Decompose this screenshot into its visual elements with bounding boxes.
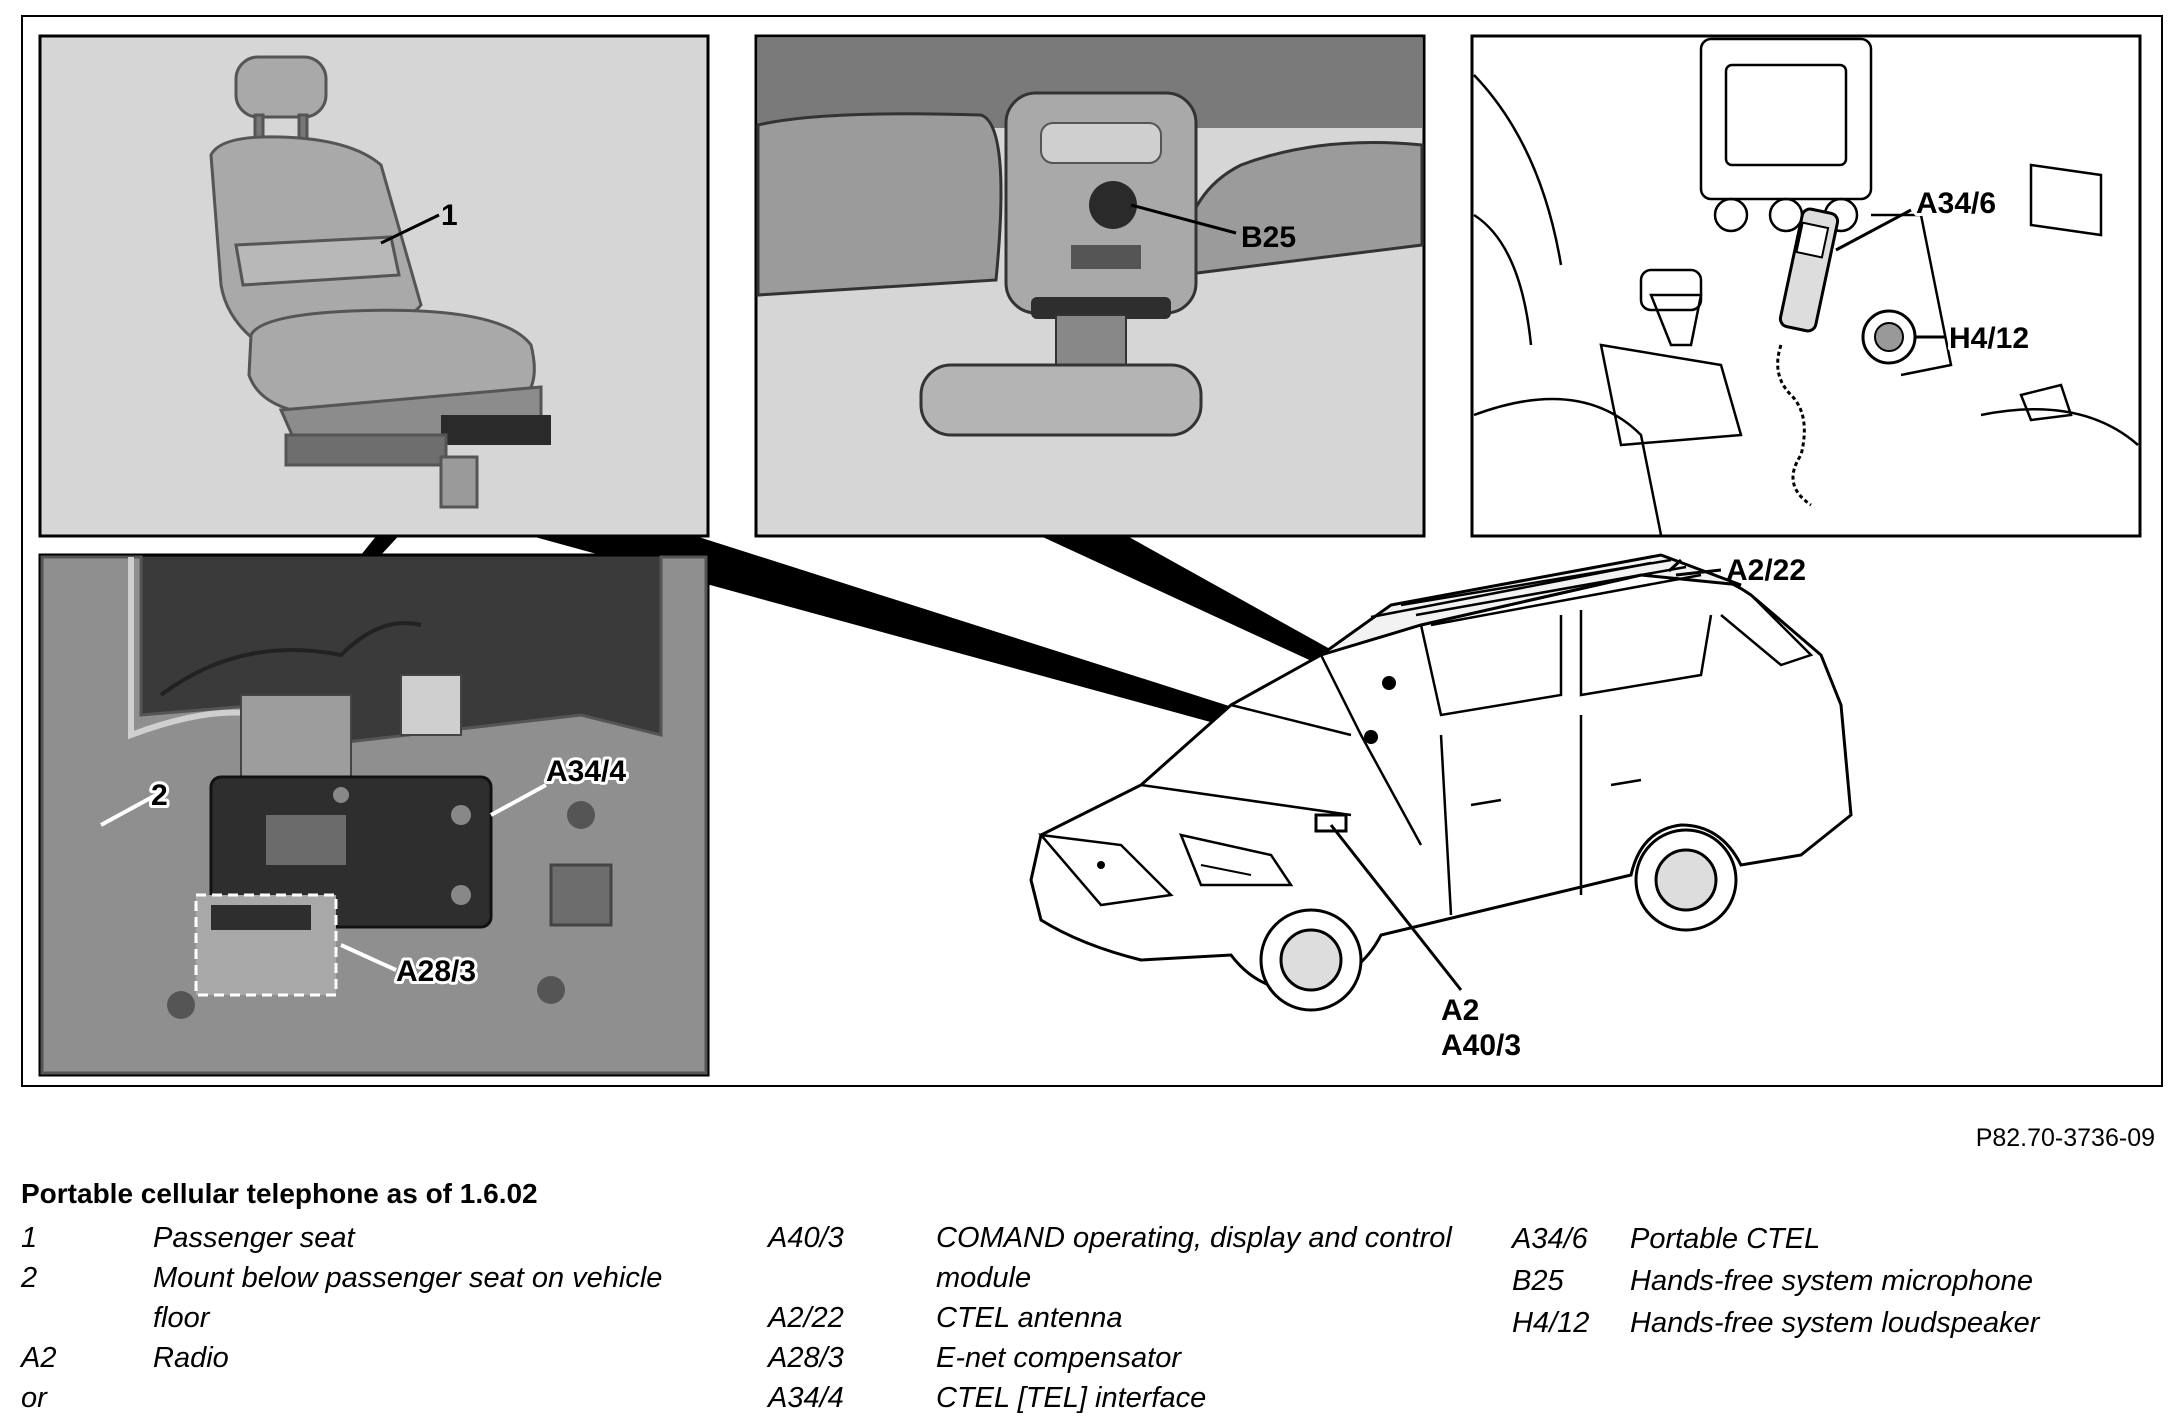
legend-item: 2 Mount below passenger seat on vehicle f… [21, 1258, 721, 1338]
panel-mount-under-seat: 2 A34/4 A28/3 [38, 553, 710, 1077]
callout-portable-ctel: A34/6 [1916, 187, 1996, 220]
callout-interface: A34/4 [546, 755, 626, 788]
callout-antenna: A2/22 [1726, 554, 1806, 587]
figure-code: P82.70-3736-09 [1975, 1124, 2155, 1152]
legend-item: 1 Passenger seat [21, 1218, 721, 1258]
legend-desc: Portable CTEL [1630, 1223, 1821, 1255]
legend-code: A34/6 [1512, 1223, 1588, 1255]
legend-code: or [21, 1382, 47, 1414]
legend-desc: Hands-free system microphone [1630, 1265, 2033, 1297]
microphone-icon [1089, 181, 1137, 229]
legend-item: A34/6 Portable CTEL [1512, 1218, 2172, 1260]
legend-desc: Passenger seat [153, 1222, 355, 1254]
legend-desc: Radio [153, 1342, 229, 1374]
callout-loudspeaker: H4/12 [1949, 322, 2029, 355]
legend-item: A28/3 E-net compensator [768, 1338, 1458, 1378]
legend-code: 1 [21, 1222, 38, 1254]
legend-desc: CTEL [TEL] interface [936, 1382, 1207, 1414]
legend-code: A2/22 [768, 1302, 844, 1334]
legend-desc [153, 1378, 721, 1418]
sun-visor-left [756, 112, 1003, 297]
legend-code: A40/3 [768, 1222, 844, 1254]
legend-code: A34/4 [768, 1382, 844, 1414]
panel-passenger-seat: 1 [38, 34, 710, 538]
pointer-wedge-mirror [1021, 527, 1391, 693]
legend-code: B25 [1512, 1265, 1564, 1297]
legend-item: A40/3 COMAND operating, display and contr… [768, 1218, 1458, 1298]
callout-comand: A40/3 [1441, 1029, 1521, 1062]
panel-center-console: A34/6 H4/12 [1470, 34, 2142, 538]
legend-column-2: A40/3 COMAND operating, display and contr… [768, 1218, 1458, 1418]
seat-illustration [209, 55, 551, 509]
legend-item: or [21, 1378, 721, 1418]
legend-code: A28/3 [768, 1342, 844, 1374]
legend-item: B25 Hands-free system microphone [1512, 1260, 2172, 1302]
diagram-figure: 1 B25 [21, 15, 2163, 1087]
legend-item: A2 Radio [21, 1338, 721, 1378]
callout-mount: 2 [151, 779, 168, 812]
legend-desc: CTEL antenna [936, 1302, 1123, 1334]
ctel-interface-box [209, 775, 493, 929]
callout-radio: A2 [1441, 994, 1479, 1027]
panel-overhead-microphone: B25 [754, 34, 1426, 538]
legend-code: H4/12 [1512, 1307, 1590, 1339]
callout-seat: 1 [441, 199, 458, 232]
legend-code: A2 [21, 1342, 57, 1374]
legend-desc: Hands-free system loudspeaker [1630, 1307, 2040, 1339]
legend-code: 2 [21, 1262, 38, 1294]
legend-item: A2/22 CTEL antenna [768, 1298, 1458, 1338]
legend-desc: COMAND operating, display and control mo… [936, 1222, 1452, 1294]
legend-desc: Mount below passenger seat on vehicle fl… [153, 1262, 663, 1334]
legend-item: H4/12 Hands-free system loudspeaker [1512, 1302, 2172, 1344]
callout-microphone: B25 [1241, 221, 1296, 254]
legend-title: Portable cellular telephone as of 1.6.02 [21, 1178, 538, 1209]
legend-desc: E-net compensator [936, 1342, 1182, 1374]
callout-compensator: A28/3 [396, 955, 476, 988]
legend-item: A34/4 CTEL [TEL] interface [768, 1378, 1458, 1418]
vehicle-overview [1029, 553, 1853, 1012]
rearview-mirror [919, 363, 1203, 437]
legend-column-1: 1 Passenger seat 2 Mount below passenger s… [21, 1218, 721, 1418]
